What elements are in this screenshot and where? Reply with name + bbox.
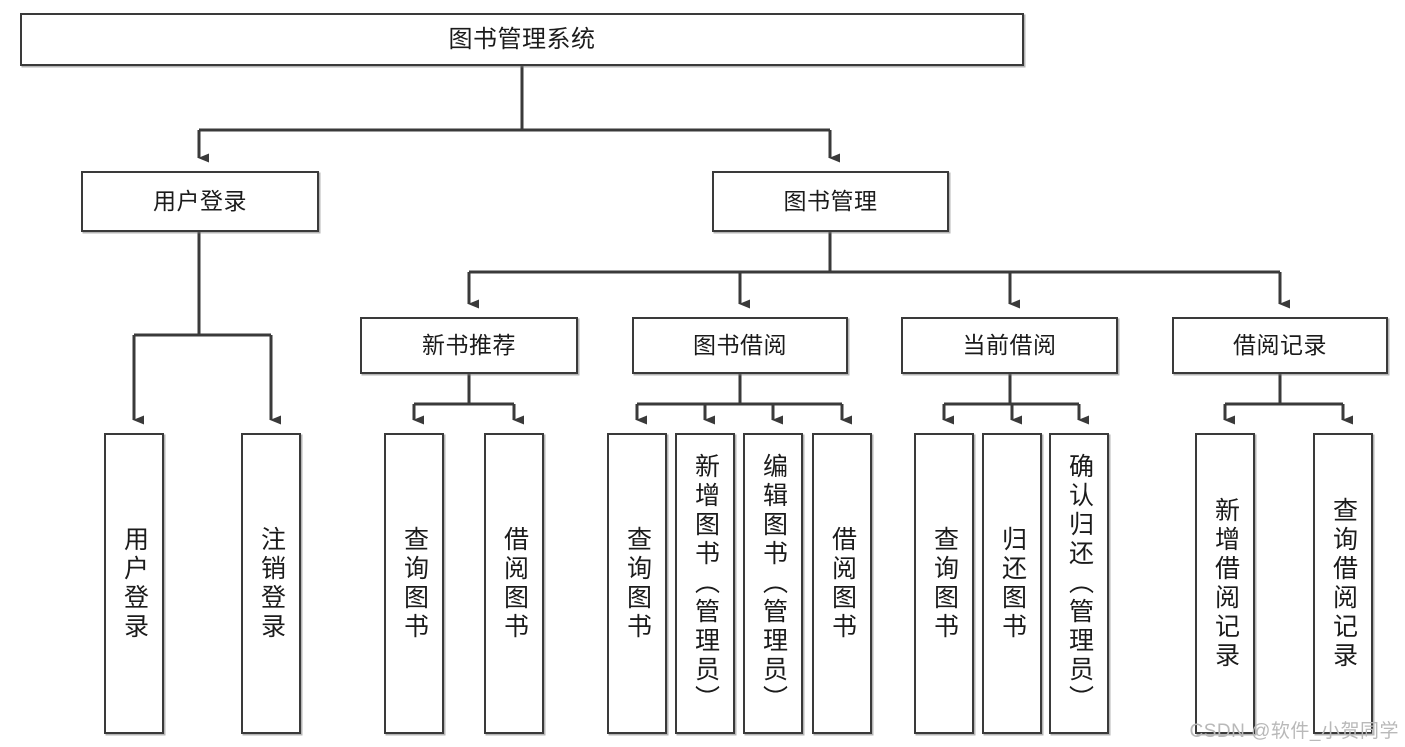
node-leaf-borrow-book[interactable]: 借阅图书 (812, 433, 872, 734)
node-leaf-edit-book-admin[interactable]: 编辑图书（管理员） (743, 433, 803, 734)
node-leaf-confirm-return-admin[interactable]: 确认归还（管理员） (1049, 433, 1109, 734)
node-label: 用户登录 (120, 525, 149, 642)
node-label: 查询借阅记录 (1329, 496, 1358, 671)
node-label: 确认归还（管理员） (1065, 453, 1094, 714)
node-label: 查询图书 (623, 525, 652, 642)
node-label: 图书管理系统 (448, 25, 596, 53)
node-leaf-return-book[interactable]: 归还图书 (982, 433, 1042, 734)
node-label: 新增借阅记录 (1211, 496, 1240, 671)
node-root-book-management-system[interactable]: 图书管理系统 (20, 13, 1024, 66)
node-user-login[interactable]: 用户登录 (81, 171, 319, 232)
node-label: 借阅图书 (828, 525, 857, 642)
node-label: 借阅记录 (1233, 332, 1327, 359)
node-current-borrow[interactable]: 当前借阅 (901, 317, 1118, 374)
node-leaf-logout[interactable]: 注销登录 (241, 433, 301, 734)
node-label: 编辑图书（管理员） (759, 453, 788, 714)
node-label: 查询图书 (930, 525, 959, 642)
node-book-borrow[interactable]: 图书借阅 (632, 317, 848, 374)
node-borrow-record[interactable]: 借阅记录 (1172, 317, 1388, 374)
node-label: 借阅图书 (500, 525, 529, 642)
node-book-management[interactable]: 图书管理 (712, 171, 949, 232)
node-leaf-query-book-current[interactable]: 查询图书 (914, 433, 974, 734)
node-label: 查询图书 (400, 525, 429, 642)
watermark: CSDN @软件_小贺同学 (1189, 721, 1399, 742)
node-label: 图书管理 (783, 188, 878, 215)
node-leaf-user-login[interactable]: 用户登录 (104, 433, 164, 734)
node-leaf-add-book-admin[interactable]: 新增图书（管理员） (675, 433, 735, 734)
node-label: 当前借阅 (962, 332, 1057, 359)
node-leaf-add-borrow-record[interactable]: 新增借阅记录 (1195, 433, 1255, 734)
node-label: 归还图书 (998, 525, 1027, 642)
node-leaf-borrow-book-recommend[interactable]: 借阅图书 (484, 433, 544, 734)
node-label: 用户登录 (153, 188, 247, 215)
node-label: 新增图书（管理员） (691, 453, 720, 714)
node-leaf-query-book-borrow[interactable]: 查询图书 (607, 433, 667, 734)
node-leaf-query-book-recommend[interactable]: 查询图书 (384, 433, 444, 734)
node-label: 新书推荐 (422, 332, 516, 359)
node-leaf-query-borrow-record[interactable]: 查询借阅记录 (1313, 433, 1373, 734)
node-new-book-recommend[interactable]: 新书推荐 (360, 317, 578, 374)
node-label: 图书借阅 (693, 332, 787, 359)
node-label: 注销登录 (257, 525, 286, 642)
